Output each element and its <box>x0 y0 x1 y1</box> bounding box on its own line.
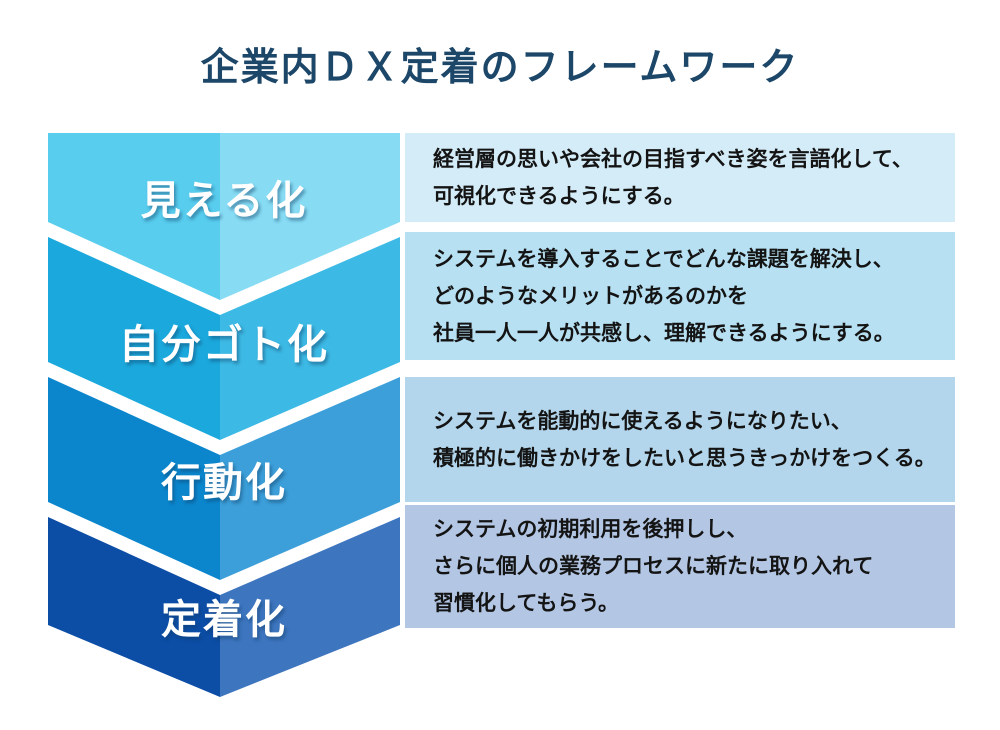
step-3-chevron-left <box>48 377 220 580</box>
step-2-description-text: システムを導入することでどんな課題を解決し、 どのようなメリットがあるのかを 社… <box>433 247 895 345</box>
chevron-column: 見える化 自分ゴト化 行動化 定着化 <box>48 133 400 697</box>
step-3-description-text: システムを能動的に使えるようになりたい、 積極的に働きかけをしたいと思うきっかけ… <box>433 409 936 470</box>
step-2-chevron-right <box>220 237 400 440</box>
step-3-description: システムを能動的に使えるようになりたい、 積極的に働きかけをしたいと思うきっかけ… <box>405 377 955 502</box>
chevron-stack-graphic <box>48 133 400 697</box>
step-2-chevron-left <box>48 237 220 440</box>
step-1-label: 見える化 <box>140 179 308 223</box>
step-2-description: システムを導入することでどんな課題を解決し、 どのようなメリットがあるのかを 社… <box>405 232 955 360</box>
step-3-label: 行動化 <box>161 461 287 505</box>
step-4-label: 定着化 <box>161 598 287 642</box>
step-1-description: 経営層の思いや会社の目指すべき姿を言語化して、 可視化できるようにする。 <box>405 133 955 222</box>
step-4-chevron-right <box>220 517 400 697</box>
step-3-chevron-right <box>220 377 400 580</box>
step-1-description-text: 経営層の思いや会社の目指すべき姿を言語化して、 可視化できるようにする。 <box>433 147 913 208</box>
step-2-label: 自分ゴト化 <box>119 323 329 367</box>
step-4-description: システムの初期利用を後押しし、 さらに個人の業務プロセスに新たに取り入れて 習慣… <box>405 505 955 628</box>
step-1-chevron-right <box>220 133 400 300</box>
step-4-chevron-left <box>48 517 220 697</box>
page-title: 企業内ＤＸ定着のフレームワーク <box>200 47 800 89</box>
step-4-description-text: システムの初期利用を後押しし、 さらに個人の業務プロセスに新たに取り入れて 習慣… <box>433 518 874 615</box>
step-1-chevron-left <box>48 133 220 300</box>
